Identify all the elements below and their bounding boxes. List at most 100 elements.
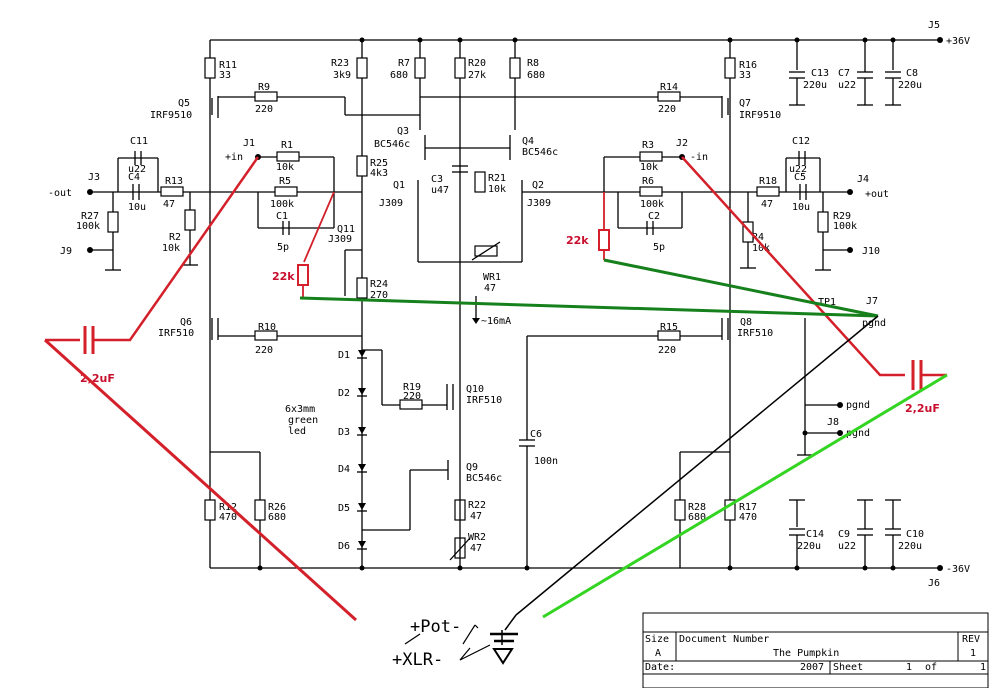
c11-ref: C11: [130, 136, 148, 147]
c13-value: 220u: [803, 80, 827, 91]
j3-signal: -out: [48, 188, 72, 199]
q1-value: J309: [379, 198, 403, 209]
r5-ref: R5: [279, 176, 291, 187]
tb-sheet-label: Sheet: [833, 662, 863, 673]
r8-value: 680: [527, 70, 545, 81]
r21-value: 10k: [488, 184, 506, 195]
left-input-section: J3 -out R13 47 C4 10u C11 u22 R27 100k J…: [48, 136, 362, 271]
d2-ref: D2: [338, 388, 350, 399]
added-resistor-left-label: 22k: [272, 270, 295, 283]
c12-ref: C12: [792, 136, 810, 147]
tb-date-label: Date:: [645, 662, 675, 673]
c6-value: 100n: [534, 456, 558, 467]
wr1-value: 47: [484, 283, 496, 294]
r23-value: 3k9: [333, 70, 351, 81]
c14-ref: C14: [806, 529, 824, 540]
r3-ref: R3: [642, 140, 654, 151]
r21-ref: R21: [488, 173, 506, 184]
added-cap-left-label: 2,2uF: [80, 372, 115, 385]
r22-value: 47: [470, 511, 482, 522]
q8-value: IRF510: [737, 328, 773, 339]
q7-ref: Q7: [739, 98, 751, 109]
r10-value: 220: [255, 345, 273, 356]
r6-value: 100k: [640, 199, 664, 210]
tb-sheet-total: 1: [980, 662, 986, 673]
c14-value: 220u: [797, 541, 821, 552]
positive-rail: J5 +36V: [210, 20, 970, 47]
q5-value: IRF9510: [150, 110, 192, 121]
c13-ref: C13: [811, 68, 829, 79]
j9-label: J9: [60, 246, 72, 257]
xlr-annotation: +XLR-: [392, 650, 443, 670]
r17-ref: R17: [739, 502, 757, 513]
r8-ref: R8: [527, 58, 539, 69]
green-ground-right: [603, 258, 879, 318]
j7-signal: pgnd: [862, 318, 886, 329]
j4-label: J4: [857, 174, 869, 185]
r18-value: 47: [761, 199, 773, 210]
r12-ref: R12: [219, 502, 237, 513]
c11-value: u22: [128, 164, 146, 175]
r14-ref: R14: [660, 82, 678, 93]
c8-ref: C8: [906, 68, 918, 79]
r11-ref: R11: [219, 60, 237, 71]
added-resistor-right: [598, 229, 610, 251]
c3-value: u47: [431, 185, 449, 196]
rail-junctions: [257, 37, 896, 571]
q8-ref: Q8: [740, 317, 752, 328]
r1-ref: R1: [281, 140, 293, 151]
c9-value: u22: [838, 541, 856, 552]
q2-value: J309: [527, 198, 551, 209]
c8-value: 220u: [898, 80, 922, 91]
r17-value: 470: [739, 512, 757, 523]
q3-ref: Q3: [397, 126, 409, 137]
q6-ref: Q6: [180, 317, 192, 328]
c5-ref: C5: [794, 172, 806, 183]
q4-ref: Q4: [522, 136, 534, 147]
tb-date: 2007: [800, 662, 824, 673]
r7-value: 680: [390, 70, 408, 81]
c7-value: u22: [838, 80, 856, 91]
wr1-ref: WR1: [483, 272, 501, 283]
q9-value: BC546c: [466, 473, 502, 484]
j8-pgnd-2: pgnd: [846, 428, 870, 439]
r5-value: 100k: [270, 199, 294, 210]
led-note-color: green: [288, 415, 318, 426]
neg-rail-label: -36V: [946, 564, 970, 575]
right-input-section: J4 +out R18 47 C5 10u C12 u22 R29 100k J…: [522, 136, 889, 271]
c5-value: 10u: [792, 202, 810, 213]
d1-ref: D1: [338, 350, 350, 361]
d5-ref: D5: [338, 503, 350, 514]
j10-label: J10: [862, 246, 880, 257]
r2-ref: R2: [169, 232, 181, 243]
added-resistor-left: [297, 264, 309, 286]
q9-ref: Q9: [466, 462, 478, 473]
negative-rail: -36V J6: [210, 564, 970, 589]
q5-ref: Q5: [178, 98, 190, 109]
r14-value: 220: [658, 104, 676, 115]
q10-ref: Q10: [466, 384, 484, 395]
black-wire-ground: [515, 315, 879, 616]
r12-value: 470: [219, 512, 237, 523]
q3-value: BC546c: [374, 139, 410, 150]
r3-value: 10k: [640, 162, 658, 173]
r15-ref: R15: [660, 322, 678, 333]
r20-value: 27k: [468, 70, 486, 81]
j7-label: J7: [866, 296, 878, 307]
j3-label: J3: [88, 172, 100, 183]
r15-value: 220: [658, 345, 676, 356]
r28-ref: R28: [688, 502, 706, 513]
d4-ref: D4: [338, 464, 350, 475]
c7-ref: C7: [838, 68, 850, 79]
led-note-size: 6x3mm: [285, 404, 315, 415]
r27-ref: R27: [81, 211, 99, 222]
r2-value: 10k: [162, 243, 180, 254]
wr2-ref: WR2: [468, 532, 486, 543]
supply-capacitors: C13 220u C7 u22 C8 220u C14 220u C9 u22 …: [789, 40, 924, 568]
c2-value: 5p: [653, 242, 665, 253]
r13-ref: R13: [165, 176, 183, 187]
bias-network: R23 3k9 R25 4k3 Q11 J309 R24 270 D1 D2 D…: [285, 40, 558, 568]
r20-ref: R20: [468, 58, 486, 69]
red-wire-left-in: [105, 156, 260, 342]
tb-rev: 1: [970, 648, 976, 659]
